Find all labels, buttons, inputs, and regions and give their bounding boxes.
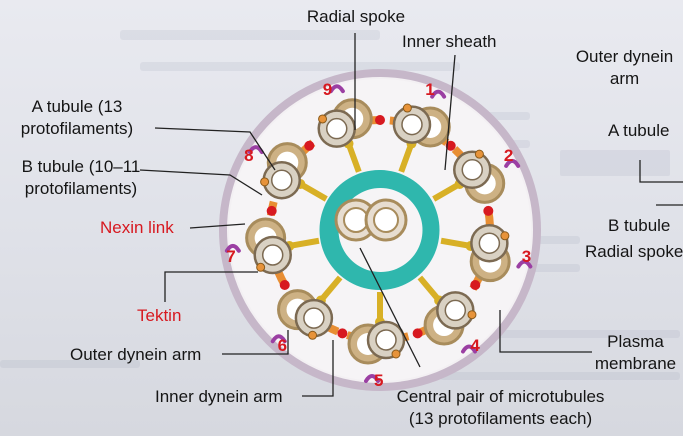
- label-outer-dynein-right: Outer dynein arm: [566, 46, 683, 90]
- nexin-link: [304, 141, 314, 151]
- label-a-tubule-left: A tubule (13 protofilaments): [2, 96, 152, 140]
- doublet-number-4: 4: [470, 336, 480, 355]
- label-central-pair-line1: Central pair of microtubules: [378, 386, 623, 408]
- label-a-tubule-left-line2: protofilaments): [2, 118, 152, 140]
- outer-dynein-arm: [319, 115, 327, 123]
- a-tubule-lumen: [304, 308, 324, 328]
- leader-right-panel: [640, 160, 683, 182]
- label-inner-dynein-arm: Inner dynein arm: [155, 386, 283, 408]
- nexin-link: [280, 280, 290, 290]
- nexin-link: [470, 280, 480, 290]
- label-b-tubule-left: B tubule (10–11 protofilaments): [6, 156, 156, 200]
- outer-dynein-arm: [261, 178, 269, 186]
- label-inner-sheath: Inner sheath: [402, 31, 497, 53]
- label-b-tubule-left-line1: B tubule (10–11: [6, 156, 156, 178]
- outer-dynein-arm: [468, 311, 476, 319]
- label-plasma-membrane: Plasma membrane: [588, 331, 683, 375]
- a-tubule-lumen: [376, 330, 396, 350]
- label-a-tubule-left-line1: A tubule (13: [2, 96, 152, 118]
- a-tubule-lumen: [263, 245, 283, 265]
- nexin-link: [267, 206, 277, 216]
- a-tubule-lumen: [462, 160, 482, 180]
- a-tubule-lumen: [445, 300, 465, 320]
- nexin-link: [483, 206, 493, 216]
- label-plasma-membrane-line2: membrane: [588, 353, 683, 375]
- doublet-number-6: 6: [278, 336, 287, 355]
- label-central-pair-line2: (13 protofilaments each): [378, 408, 623, 430]
- doublet-number-2: 2: [504, 146, 513, 165]
- a-tubule-lumen: [272, 170, 292, 190]
- outer-dynein-arm: [403, 104, 411, 112]
- label-radial-spoke-right: Radial spoke: [585, 241, 683, 263]
- outer-dynein-arm: [501, 232, 509, 240]
- label-plasma-membrane-line1: Plasma: [588, 331, 683, 353]
- a-tubule-lumen: [402, 115, 422, 135]
- label-central-pair: Central pair of microtubules (13 protofi…: [378, 386, 623, 430]
- doublet-number-9: 9: [323, 80, 332, 99]
- doublet-number-7: 7: [226, 247, 235, 266]
- central-microtubule-right-lumen: [374, 208, 398, 232]
- label-nexin-link: Nexin link: [100, 217, 174, 239]
- doublet-number-8: 8: [244, 146, 253, 165]
- label-outer-dynein-right-line2: arm: [566, 68, 683, 90]
- doublet-number-1: 1: [425, 80, 434, 99]
- nexin-link: [337, 328, 347, 338]
- central-pair: [336, 200, 406, 240]
- label-outer-dynein-right-line1: Outer dynein: [566, 46, 683, 68]
- label-tektin: Tektin: [137, 305, 181, 327]
- nexin-link: [413, 328, 423, 338]
- label-b-tubule-left-line2: protofilaments): [6, 178, 156, 200]
- label-a-tubule-right: A tubule: [608, 120, 669, 142]
- nexin-link: [375, 115, 385, 125]
- outer-dynein-arm: [257, 263, 265, 271]
- outer-dynein-arm: [392, 350, 400, 358]
- central-microtubule-left-lumen: [344, 208, 368, 232]
- a-tubule-lumen: [327, 119, 347, 139]
- doublet-number-3: 3: [522, 247, 531, 266]
- label-b-tubule-right: B tubule: [608, 215, 670, 237]
- a-tubule-lumen: [479, 233, 499, 253]
- label-outer-dynein-arm-left: Outer dynein arm: [70, 344, 201, 366]
- outer-dynein-arm: [309, 331, 317, 339]
- outer-dynein-arm: [475, 150, 483, 158]
- label-radial-spoke: Radial spoke: [300, 6, 412, 28]
